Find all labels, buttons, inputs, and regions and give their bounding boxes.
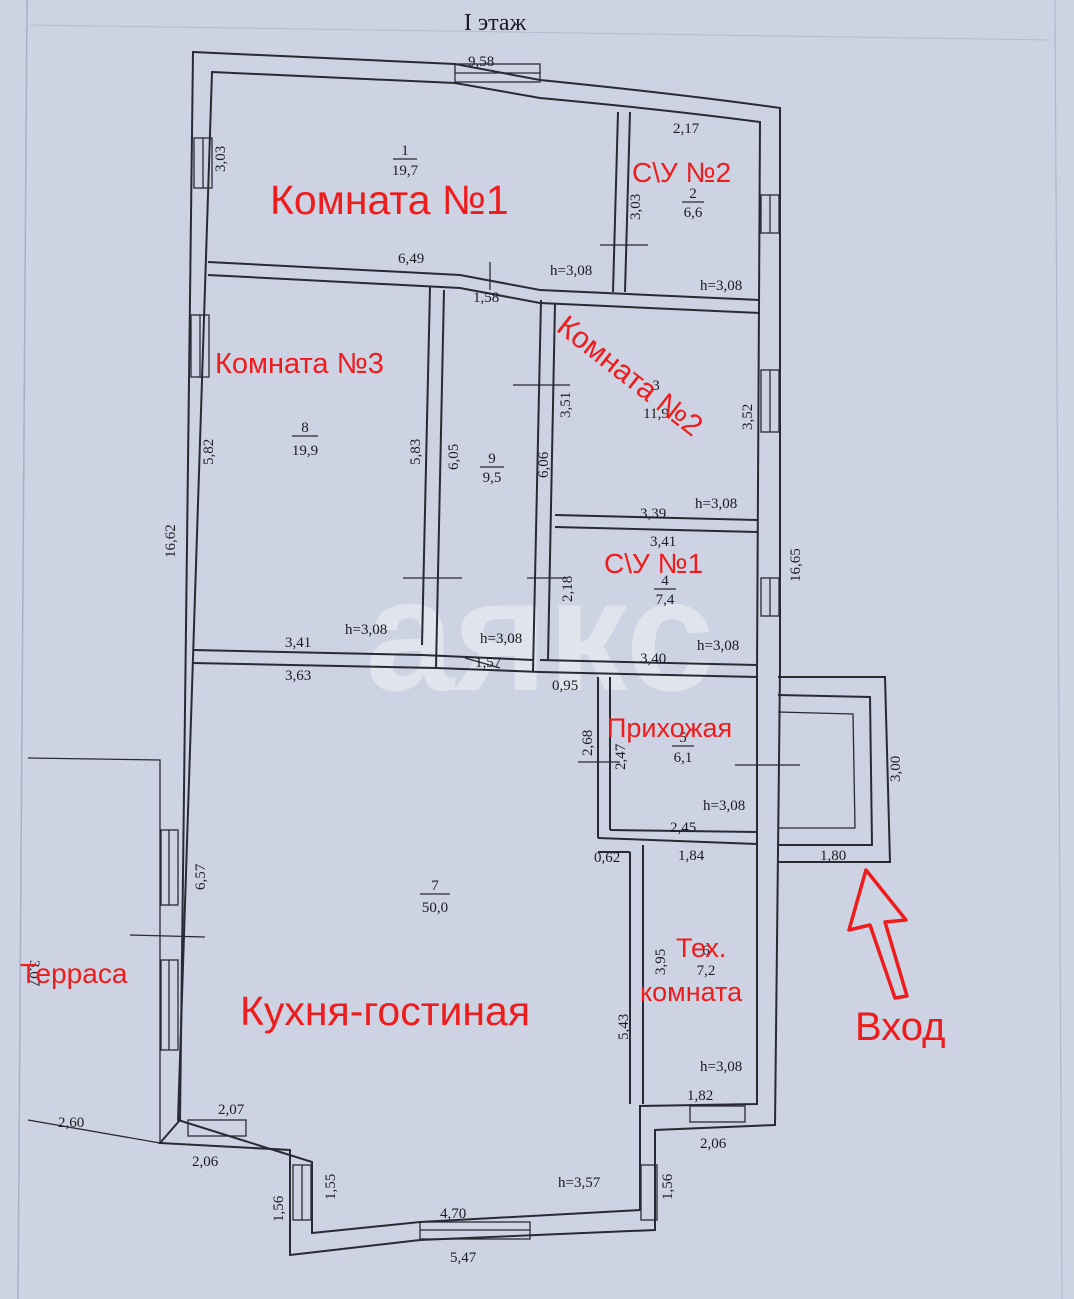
room-label-komnata-3: Комната №3 [215,348,384,380]
room-7-area: 50,0 [422,900,448,916]
dim-label: h=3,08 [480,631,522,647]
room-3-area: 11,9 [643,406,669,422]
dim-label: 3,00 [888,756,904,782]
dim-label: h=3,08 [345,622,387,638]
entrance-arrow-icon [847,868,909,1000]
room-9-area: 9,5 [483,470,502,486]
dim-label: h=3,08 [550,263,592,279]
room-label-tech-line2: комната [640,977,743,1007]
dim-label: 1,57 [475,655,502,671]
room-2-number: 2 [689,186,697,202]
dim-label: 1,56 [271,1195,287,1222]
dim-label: 1,58 [473,290,499,306]
dim-label: h=3,08 [697,638,739,654]
dim-label: 2,18 [560,576,576,602]
windows [160,63,780,1240]
dim-label: 2,17 [673,121,700,137]
dim-label: 1,84 [678,848,705,864]
dim-label: 3,39 [640,506,666,522]
room-1-number: 1 [401,143,409,159]
dim-label: 3,95 [653,949,669,975]
dim-label: 5,82 [201,439,217,465]
room-label-prihozhaya: Прихожая [607,713,732,743]
dim-label: 3,51 [558,392,574,418]
room-numbers: 1 19,7 2 6,6 3 11,9 4 7,4 5 6,1 6 7,2 7 … [292,143,716,979]
dim-label: 1,80 [820,848,846,864]
dim-label: 16,65 [788,548,804,582]
room-9-number: 9 [488,451,496,467]
dim-label: 1,55 [323,1174,339,1200]
dim-label: h=3,08 [703,798,745,814]
room-label-komnata-1: Комната №1 [270,177,509,223]
dim-label: h=3,08 [700,1059,742,1075]
dim-label: h=3,57 [558,1175,601,1191]
room-label-tech-line1: Тех. [676,933,726,963]
dim-label: 9,58 [468,54,494,70]
room-label-su-2: С\У №2 [632,157,731,188]
room-4-area: 7,4 [656,592,675,608]
dim-label: 4,70 [440,1206,466,1222]
room-2-area: 6,6 [684,205,703,221]
dim-label: 0,95 [552,678,578,694]
terrace-outline [27,757,161,1144]
sheet-top-line [29,24,1051,41]
dim-label: 2,07 [218,1102,245,1118]
dim-label: 2,60 [58,1115,84,1131]
dim-label: 6,06 [536,451,552,478]
dim-label: h=3,08 [695,496,737,512]
interior-walls [192,111,761,1104]
exterior-walls [157,50,781,1257]
dim-label: 2,68 [580,730,596,756]
room-5-area: 6,1 [674,750,693,766]
dim-label: 3,03 [213,146,229,172]
room-8-number: 8 [301,420,309,436]
dim-label: 3,03 [628,194,644,220]
sheet-edge-right [1054,0,1063,1299]
dim-label: 3,52 [740,404,756,430]
entrance-label: Вход [855,1005,946,1049]
dimensions: 9,58 3,03 2,17 3,03 6,49 h=3,08 h=3,08 1… [26,54,904,1266]
room-6-area: 7,2 [697,963,716,979]
dim-label: h=3,08 [700,278,742,294]
floor-title: I этаж [464,10,527,36]
room-label-su-1: С\У №1 [604,548,703,579]
dim-label: 6,57 [193,863,209,890]
dim-label: 3,07 [26,960,42,987]
room-7-number: 7 [431,878,439,894]
dim-label: 16,62 [163,524,179,558]
dim-label: 3,40 [640,651,666,667]
dim-label: 3,41 [650,534,676,550]
door-marks [129,244,800,938]
sheet-edge-left [17,0,28,1299]
dim-label: 3,41 [285,635,311,651]
room-label-terrasa: Терраса [20,958,128,989]
dim-label: 6,05 [446,444,462,470]
entrance-porch [777,676,892,863]
room-1-area: 19,7 [392,163,419,179]
room-6-number: 6 [702,943,710,959]
room-5-number: 5 [679,730,687,746]
dim-label: 5,47 [450,1250,477,1266]
dim-label: 1,82 [687,1088,713,1104]
dim-label: 6,49 [398,251,424,267]
dim-label: 3,63 [285,668,311,684]
dim-label: 5,83 [408,439,424,465]
room-8-area: 19,9 [292,443,318,459]
dim-label: 5,43 [616,1014,632,1040]
dim-label: 2,06 [700,1136,727,1152]
room-label-kuhnya-gostinaya: Кухня-гостиная [240,988,530,1034]
room-4-number: 4 [661,573,669,589]
dim-label: 2,47 [613,743,629,770]
dim-label: 0,62 [594,850,620,866]
room-3-number: 3 [652,378,660,394]
dim-label: 2,45 [670,820,696,836]
dim-label: 1,56 [660,1173,676,1200]
dim-label: 2,06 [192,1154,219,1170]
